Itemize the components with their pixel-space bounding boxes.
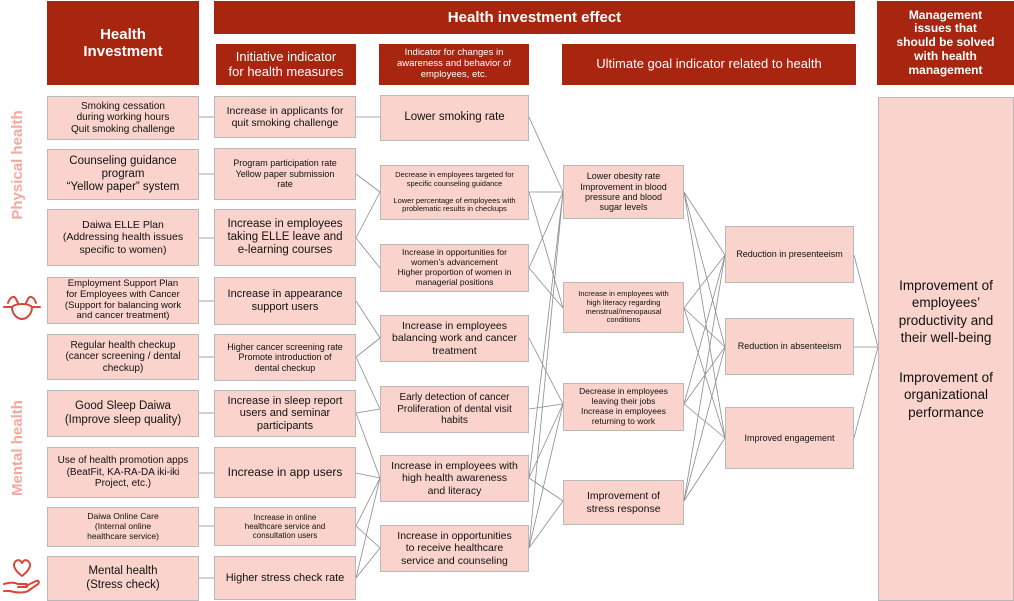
goal-box-stress-response: Improvement of stress response: [563, 480, 684, 525]
investment-box-online-care: Daiwa Online Care (Internal online healt…: [47, 507, 199, 547]
header-ultimate: Ultimate goal indicator related to healt…: [562, 44, 856, 85]
investment-box-health-checkup: Regular health checkup (cancer screening…: [47, 334, 199, 380]
header-initiative: Initiative indicator for health measures: [216, 44, 356, 85]
initiative-box-stress-check: Higher stress check rate: [214, 556, 356, 600]
investment-box-cancer-support: Employment Support Plan for Employees wi…: [47, 277, 199, 324]
side-label-mental-health: Mental health: [9, 400, 26, 496]
investment-box-counseling: Counseling guidance program “Yellow pape…: [47, 149, 199, 200]
header-health-investment: Health Investment: [47, 1, 199, 85]
awareness-box-work-cancer-balance: Increase in employees balancing work and…: [380, 315, 529, 362]
header-management: Management issues that should be solved …: [877, 1, 1014, 85]
side-label-physical-health: Physical health: [9, 110, 26, 220]
initiative-box-sleep-report: Increase in sleep report users and semin…: [214, 390, 356, 437]
management-productivity-text: Improvement of employees’ productivity a…: [898, 277, 994, 346]
goal-box-absenteeism: Reduction in absenteeism: [725, 318, 854, 375]
awareness-box-health-literacy: Increase in employees with high health a…: [380, 455, 529, 502]
awareness-box-counseling-guidance: Decrease in employees targeted for speci…: [380, 165, 529, 220]
management-issues-box: Improvement of employees’ productivity a…: [878, 97, 1014, 601]
initiative-box-program-participation: Program participation rate Yellow paper …: [214, 148, 356, 200]
goal-box-obesity-rate: Lower obesity rate Improvement in blood …: [563, 165, 684, 219]
investment-box-health-apps: Use of health promotion apps (BeatFit, K…: [47, 447, 199, 498]
goal-box-job-retention: Decrease in employees leaving their jobs…: [563, 383, 684, 431]
initiative-box-app-users: Increase in app users: [214, 447, 356, 498]
investment-box-elle-plan: Daiwa ELLE Plan (Addressing health issue…: [47, 209, 199, 266]
awareness-box-smoking-rate: Lower smoking rate: [380, 95, 529, 141]
awareness-box-healthcare-counseling: Increase in opportunities to receive hea…: [380, 525, 529, 572]
initiative-box-cancer-screening: Higher cancer screening rate Promote int…: [214, 334, 356, 381]
management-performance-text: Improvement of organizational performanc…: [899, 369, 993, 420]
awareness-box-womens-advancement: Increase in opportunities for women’s ad…: [380, 244, 529, 292]
initiative-box-appearance-support: Increase in appearance support users: [214, 277, 356, 325]
goal-box-menstrual-literacy: Increase in employees with high literacy…: [563, 282, 684, 333]
initiative-box-online-healthcare: Increase in online healthcare service an…: [214, 507, 356, 546]
initiative-box-quit-smoking: Increase in applicants for quit smoking …: [214, 96, 356, 138]
investment-box-smoking: Smoking cessation during working hours Q…: [47, 96, 199, 140]
goal-box-engagement: Improved engagement: [725, 407, 854, 469]
investment-box-good-sleep: Good Sleep Daiwa (Improve sleep quality): [47, 390, 199, 437]
heart-hand-icon: [2, 556, 42, 596]
investment-box-mental-health: Mental health (Stress check): [47, 556, 199, 601]
initiative-box-elle-leave: Increase in employees taking ELLE leave …: [214, 209, 356, 266]
header-awareness: Indicator for changes in awareness and b…: [379, 44, 529, 85]
muscle-arm-icon: [2, 289, 42, 325]
awareness-box-early-detection: Early detection of cancer Proliferation …: [380, 386, 529, 433]
goal-box-presenteeism: Reduction in presenteeism: [725, 226, 854, 283]
header-effect: Health investment effect: [214, 1, 855, 34]
